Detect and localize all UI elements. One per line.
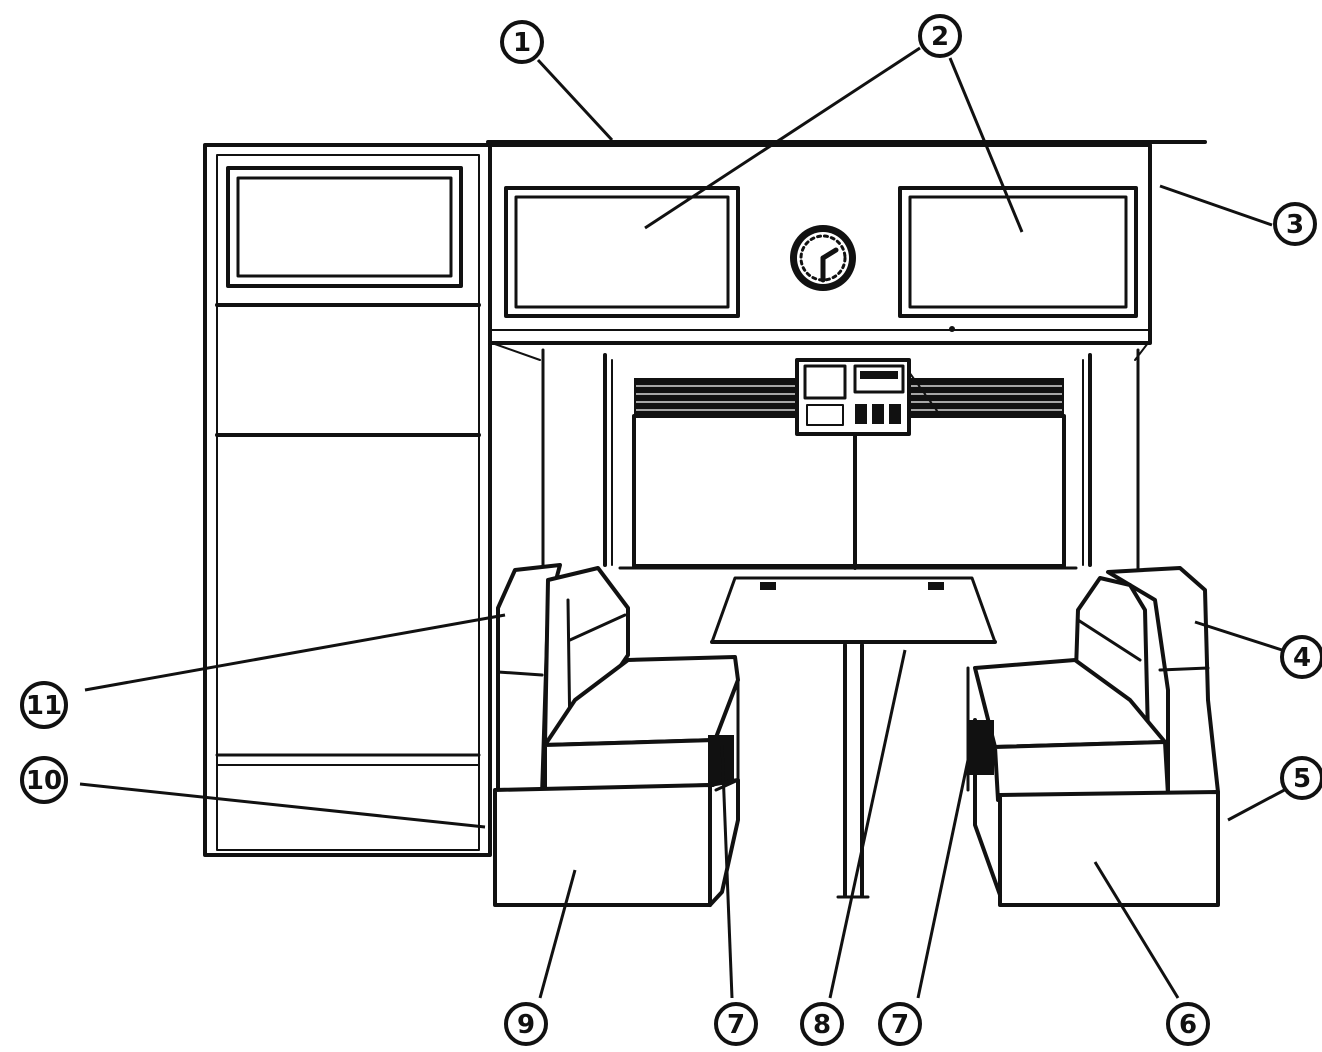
svg-text:7: 7 (891, 1010, 909, 1040)
svg-text:9: 9 (517, 1010, 535, 1040)
upper-console (486, 140, 1207, 361)
callout-2: 2 (918, 14, 962, 58)
callout-10: 10 (20, 756, 68, 804)
callout-6: 6 (1166, 1002, 1210, 1046)
callout-7-right: 7 (878, 1002, 922, 1046)
svg-text:1: 1 (513, 28, 531, 58)
svg-text:11: 11 (26, 691, 62, 721)
back-window (541, 348, 1140, 572)
callout-3: 3 (1273, 202, 1317, 246)
svg-text:3: 3 (1286, 210, 1304, 240)
svg-text:7: 7 (727, 1010, 745, 1040)
callout-5: 5 (1280, 756, 1322, 800)
svg-text:5: 5 (1293, 764, 1311, 794)
svg-text:2: 2 (931, 22, 949, 52)
svg-text:10: 10 (26, 766, 62, 796)
callout-1: 1 (500, 20, 544, 64)
console-monitor-right (898, 186, 1138, 318)
callout-8: 8 (800, 1002, 844, 1046)
callout-4: 4 (1280, 635, 1322, 679)
callout-9: 9 (504, 1002, 548, 1046)
left-cabinet (203, 143, 492, 857)
leader-lines (79, 46, 1291, 999)
wall-clock-icon (790, 225, 856, 291)
console-monitor-left (504, 186, 740, 318)
svg-text:8: 8 (813, 1010, 831, 1040)
callout-11: 11 (20, 681, 68, 729)
callout-7-left: 7 (714, 1002, 758, 1046)
left-seat (493, 563, 740, 907)
svg-text:6: 6 (1179, 1010, 1197, 1040)
control-panel (795, 358, 941, 436)
left-cabinet-monitor (226, 166, 463, 288)
right-seat (966, 566, 1220, 907)
svg-text:4: 4 (1293, 643, 1311, 673)
console-indicator-dot (949, 326, 955, 332)
dinette-table (710, 576, 997, 899)
